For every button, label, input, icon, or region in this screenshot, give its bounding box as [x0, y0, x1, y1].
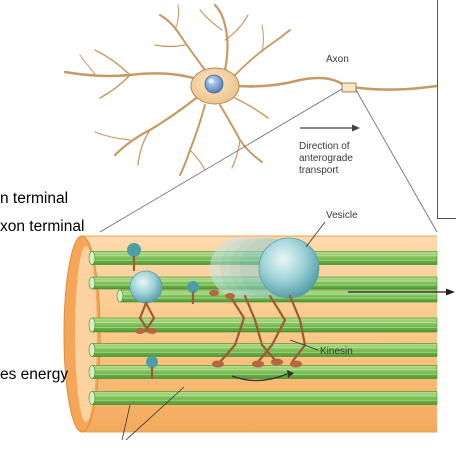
axon-process [236, 76, 439, 91]
text-panel [437, 0, 456, 219]
nucleus [204, 74, 224, 94]
direction-arrow [300, 124, 360, 132]
microtubule-leader-2 [125, 386, 185, 441]
transport-cargo [127, 237, 320, 382]
label-axon: Axon [326, 54, 349, 65]
microtubule-7 [91, 391, 438, 405]
axon-zoom-box [341, 82, 357, 93]
side-text-line2: xon terminal [0, 218, 85, 235]
small-vesicle [129, 270, 163, 304]
label-direction-line2: anterograde [299, 153, 353, 164]
kinesin-motors [132, 255, 307, 380]
tiny-vesicle-1 [127, 243, 141, 257]
neuron-illustration [63, 3, 439, 176]
tiny-vesicle-3 [146, 356, 158, 368]
zoom-line-right [355, 89, 438, 233]
label-vesicle: Vesicle [326, 210, 358, 221]
label-direction-line1: Direction of [299, 141, 350, 152]
tiny-vesicle-2 [187, 281, 199, 293]
side-text-line1: n terminal [0, 190, 69, 207]
kinesin-leader [289, 339, 319, 351]
vesicle-leader [305, 221, 326, 248]
motion-arrow [231, 373, 288, 382]
microtubule-leader-1 [121, 404, 131, 441]
side-text-line3: es energy [0, 366, 69, 383]
microtubule-6 [91, 365, 438, 379]
kinesin-feet [135, 290, 302, 368]
label-direction-line3: transport [299, 165, 339, 176]
zoom-line-left [99, 88, 343, 233]
large-vesicle [258, 237, 320, 299]
dendrites [63, 3, 291, 176]
label-kinesin: Kinesin [320, 346, 353, 357]
transport-arrow [348, 288, 455, 296]
